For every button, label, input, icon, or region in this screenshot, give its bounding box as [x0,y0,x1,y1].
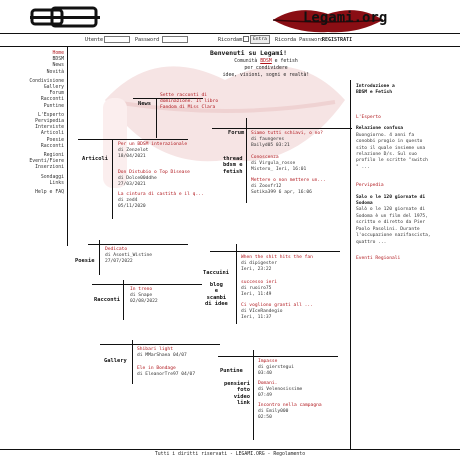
welcome-title: Benvenuti su Legami! [210,49,287,57]
sidebar-item[interactable]: Eventi/Fiere [29,159,64,165]
sidebar-item[interactable]: Novità [46,69,64,75]
eventi-heading[interactable]: Eventi Regionali [356,256,401,262]
sidebar-item[interactable]: Condivisione [29,78,64,84]
sidebar-item[interactable]: Home [52,51,64,56]
figure-watermark [103,98,127,188]
sidebar-item[interactable]: Interviste [35,125,64,131]
poesie-heading: Poesie [75,258,95,264]
forgot-password-link[interactable]: Ricorda Password [275,37,324,43]
nav-border [67,46,68,246]
forum-heading: Forum [228,130,245,136]
sidebar-item[interactable]: Gallery [43,85,64,91]
poesie-vline [99,240,100,275]
gallery-line [100,344,220,345]
footer-text[interactable]: Tutti i diritti riservati - LEGAMI.ORG -… [154,452,306,457]
news-item[interactable]: Sette racconti di dominazione. Il libro … [160,93,219,111]
racconti-line [92,284,202,285]
header-lips-image [272,10,384,33]
welcome-subtitle: Comunità BDSM e fetish per condividere i… [222,59,310,79]
logo-chain-icon[interactable] [30,4,100,30]
site-title[interactable]: Legami.org [303,10,388,26]
news-vline [156,98,157,138]
sidebar-item[interactable]: Articoli [40,131,64,137]
puntine-heading: Puntine [220,368,243,374]
sidebar-item[interactable]: L'Esperto [38,112,64,118]
user-field[interactable] [104,36,130,43]
articoli-heading: Articoli [82,156,108,162]
news-line [133,98,203,99]
gallery-vline [132,340,133,384]
taccuini-item[interactable]: Ci vogliono granti all ...di VIceRandegi… [241,303,313,321]
news-heading: News [138,101,151,107]
forum-line [212,128,352,129]
sidebar-item[interactable]: Sondaggi [40,174,64,180]
sidebar-item[interactable]: Inserzioni [35,165,64,171]
gallery-heading: Gallery [104,358,127,364]
puntine-line [218,356,338,357]
register-link[interactable]: REGISTRATI [322,37,353,43]
pervipedia-heading[interactable]: Pervipedia [356,183,384,189]
sidebar-item[interactable]: Poesie [46,137,64,143]
sidebar-item[interactable]: News [52,63,64,69]
articoli-vline [112,139,113,219]
bdsm-link[interactable]: BDSM [260,59,272,64]
taccuini-vline [236,244,237,324]
esperto-title[interactable]: Relazione confusa [356,126,404,132]
racconti-vline [123,280,124,320]
sidebar-item[interactable]: BDSM [52,57,64,63]
sidebar-item[interactable]: Links [49,180,64,186]
remember-label: Ricordami [218,37,246,43]
enter-button[interactable]: Entra [250,35,270,44]
lips-watermark [105,66,345,162]
sidebar-item[interactable]: Racconti [40,143,64,149]
sidebar-item[interactable]: Puntine [43,103,64,109]
articoli-line [78,139,188,140]
password-label: Password [135,37,160,43]
sidebar-item[interactable]: Regioni [43,153,64,159]
taccuini-heading: Taccuini [203,270,229,276]
user-label: Utente [85,37,104,43]
puntine-vline [253,350,254,440]
sidebar-item[interactable]: Pervipedia [35,119,64,125]
sidebar-item[interactable]: Racconti [40,97,64,103]
footer-divider [0,449,460,450]
login-bar: Utente Password Ricordami Entra Ricorda … [0,35,460,45]
login-divider [0,46,460,47]
esperto-heading[interactable]: L'Esperto [356,114,381,120]
header-divider [0,33,460,34]
sidebar-item[interactable]: Help e FAQ [35,190,64,196]
right-column-border [350,80,351,450]
racconti-heading: Racconti [94,297,120,303]
password-field[interactable] [162,36,188,43]
forum-vline [246,118,247,203]
remember-checkbox[interactable] [243,36,249,42]
sidebar-item[interactable]: Forum [49,91,64,97]
poesie-line [88,244,188,245]
taccuini-line [210,251,340,252]
